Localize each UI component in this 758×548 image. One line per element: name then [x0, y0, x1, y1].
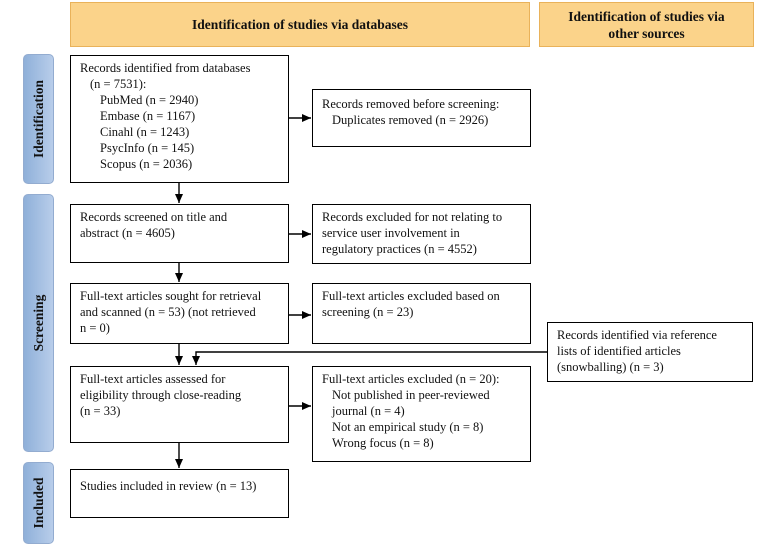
- assessed-line3: (n = 33): [80, 404, 121, 418]
- header-other-sources: Identification of studies via other sour…: [539, 2, 754, 47]
- box-records-identified: Records identified from databases (n = 7…: [70, 55, 289, 183]
- box-records-screened: Records screened on title and abstract (…: [70, 204, 289, 263]
- other-sources-line3: (snowballing) (n = 3): [557, 360, 664, 374]
- records-screened-line1: Records screened on title and: [80, 210, 228, 224]
- records-excluded-line3: regulatory practices (n = 4552): [322, 242, 477, 256]
- box-excluded-fulltext: Full-text articles excluded (n = 20): No…: [312, 366, 531, 462]
- source-cinahl: Cinahl (n = 1243): [100, 125, 190, 139]
- header-other-line2: other sources: [608, 25, 685, 41]
- header-databases: Identification of studies via databases: [70, 2, 530, 47]
- records-removed-line2: Duplicates removed (n = 2926): [332, 113, 489, 127]
- box-excluded-screening: Full-text articles excluded based on scr…: [312, 283, 531, 344]
- excluded-reason-3: Wrong focus (n = 8): [332, 436, 434, 450]
- phase-identification: Identification: [23, 54, 54, 184]
- box-assessed: Full-text articles assessed for eligibil…: [70, 366, 289, 443]
- records-removed-line1: Records removed before screening:: [322, 97, 500, 111]
- other-sources-line1: Records identified via reference: [557, 328, 717, 342]
- source-scopus: Scopus (n = 2036): [100, 157, 193, 171]
- box-records-removed: Records removed before screening: Duplic…: [312, 89, 531, 147]
- excluded-reason-1b: journal (n = 4): [332, 404, 405, 418]
- excluded-fulltext-line1: Full-text articles excluded (n = 20):: [322, 372, 500, 386]
- box-records-excluded: Records excluded for not relating to ser…: [312, 204, 531, 264]
- phase-screening: Screening: [23, 194, 54, 452]
- arrow-other-sources-to-assessed: [192, 351, 560, 365]
- sought-retrieval-line1: Full-text articles sought for retrieval: [80, 289, 262, 303]
- records-identified-line1: Records identified from databases: [80, 61, 251, 75]
- phase-included-label: Included: [30, 477, 46, 529]
- box-other-sources: Records identified via reference lists o…: [547, 322, 753, 382]
- records-excluded-line2: service user involvement in: [322, 226, 460, 240]
- box-sought-retrieval: Full-text articles sought for retrieval …: [70, 283, 289, 344]
- sought-retrieval-line3: n = 0): [80, 321, 110, 335]
- phase-included: Included: [23, 462, 54, 544]
- box-studies-included: Studies included in review (n = 13): [70, 469, 289, 518]
- assessed-line2: eligibility through close-reading: [80, 388, 242, 402]
- excluded-screening-line1: Full-text articles excluded based on: [322, 289, 500, 303]
- header-other-line1: Identification of studies via: [568, 8, 725, 24]
- phase-screening-label: Screening: [30, 294, 46, 352]
- studies-included-line1: Studies included in review (n = 13): [80, 479, 257, 493]
- header-databases-text: Identification of studies via databases: [191, 17, 409, 32]
- other-sources-line2: lists of identified articles: [557, 344, 681, 358]
- records-screened-line2: abstract (n = 4605): [80, 226, 175, 240]
- assessed-line1: Full-text articles assessed for: [80, 372, 226, 386]
- phase-identification-label: Identification: [30, 79, 46, 159]
- records-excluded-line1: Records excluded for not relating to: [322, 210, 503, 224]
- excluded-screening-line2: screening (n = 23): [322, 305, 414, 319]
- records-identified-line2: (n = 7531):: [90, 77, 147, 91]
- source-embase: Embase (n = 1167): [100, 109, 196, 123]
- source-pubmed: PubMed (n = 2940): [100, 93, 199, 107]
- excluded-reason-2: Not an empirical study (n = 8): [332, 420, 484, 434]
- sought-retrieval-line2: and scanned (n = 53) (not retrieved: [80, 305, 256, 319]
- excluded-reason-1a: Not published in peer-reviewed: [332, 388, 490, 402]
- source-psycinfo: PsycInfo (n = 145): [100, 141, 195, 155]
